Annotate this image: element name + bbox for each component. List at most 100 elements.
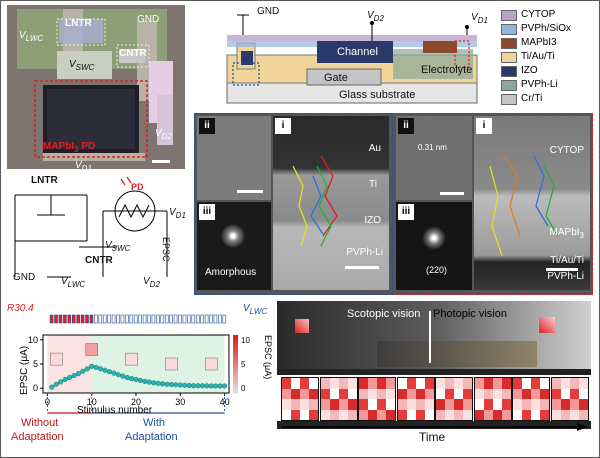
stimulus-pulse xyxy=(107,314,111,324)
tile-cell xyxy=(415,388,425,399)
stimulus-pulse xyxy=(129,314,134,324)
data-point xyxy=(53,381,59,387)
data-point xyxy=(168,381,174,388)
legend-swatch xyxy=(501,80,517,91)
data-point xyxy=(106,369,112,375)
stimulus-pulse xyxy=(94,314,98,324)
colorbar-cell xyxy=(233,343,238,348)
data-point xyxy=(222,383,228,389)
tile-cell xyxy=(386,399,395,410)
tile-cell xyxy=(329,409,339,420)
data-point xyxy=(75,371,81,377)
y2-tick-label: 10 xyxy=(241,336,250,345)
tile-cell xyxy=(347,399,357,410)
chart-tile xyxy=(204,357,218,371)
tile-cell xyxy=(436,399,445,410)
tem-right-iii: iii (220) xyxy=(396,202,472,290)
device-vd2-label: VD2 xyxy=(367,10,384,23)
stimulus-pulse xyxy=(156,314,160,324)
tile-cell xyxy=(320,409,330,420)
tile-cell xyxy=(522,409,531,420)
stimulus-pulse xyxy=(76,314,80,324)
gate-label: Gate xyxy=(324,72,348,84)
tile-cell xyxy=(569,399,579,410)
tem-left-profiles xyxy=(292,155,379,269)
tile-cell xyxy=(445,388,454,399)
tem-right-ii: ii 0.31 nm xyxy=(396,116,472,200)
gnd-label: GND xyxy=(137,14,160,25)
tile-cell xyxy=(300,388,309,399)
data-point xyxy=(115,372,121,378)
tile-cell xyxy=(368,378,377,389)
x-tick-label: 30 xyxy=(175,397,185,407)
chart-tile xyxy=(165,357,178,371)
legend-item-6: Cr/Ti xyxy=(501,93,595,105)
tile-cell xyxy=(463,399,472,410)
tile-cell xyxy=(474,388,484,399)
tile-cell xyxy=(483,388,493,399)
colorbar-cell xyxy=(233,337,238,342)
data-point xyxy=(164,381,170,387)
y2-tick-label: 5 xyxy=(241,360,246,369)
colorbar-cell xyxy=(233,381,238,385)
tile-cell xyxy=(291,409,300,420)
stimulus-pulse xyxy=(102,314,107,324)
tile-cell xyxy=(300,378,309,389)
tile-cell xyxy=(483,378,493,389)
tile-cell xyxy=(282,378,291,389)
data-point xyxy=(49,384,55,390)
time-label: Time xyxy=(419,430,446,444)
tile-cell xyxy=(483,409,493,420)
y-tick-label: 0 xyxy=(33,383,38,393)
stimulus-pulse xyxy=(98,314,103,324)
tile-cell xyxy=(406,378,416,389)
tile-cell xyxy=(329,399,339,410)
tile-cell xyxy=(282,399,291,410)
lntr-label: LNTR xyxy=(65,18,92,29)
tile-cell xyxy=(540,388,549,399)
tile-cell xyxy=(406,399,416,410)
with-label: With xyxy=(143,417,165,429)
legend-label: PVPh/SiOx xyxy=(521,23,572,34)
tile-cell xyxy=(483,399,493,410)
tile-cell xyxy=(569,409,579,420)
tile-cell xyxy=(463,378,472,389)
data-point xyxy=(120,373,126,379)
stimulus-pulse xyxy=(195,314,200,324)
epsc-chart: 01020304005100510 xyxy=(28,314,250,414)
circuit-vlwc-label: VLWC xyxy=(61,276,86,289)
data-point xyxy=(186,382,192,389)
tile-cell xyxy=(445,399,454,410)
tile-cell xyxy=(377,378,386,389)
tile-cell xyxy=(578,399,588,410)
tile-cell xyxy=(300,409,309,420)
legend-swatch xyxy=(501,24,517,35)
colorbar-cell xyxy=(233,364,238,368)
time-arrow xyxy=(281,423,587,431)
stimulus-pulse xyxy=(120,314,125,324)
pd-label: MAPbI3 PD xyxy=(43,141,96,154)
legend-swatch xyxy=(501,66,517,77)
colorbar-cell xyxy=(233,384,238,388)
with-label2: Adaptation xyxy=(125,431,178,443)
tile-cell xyxy=(359,388,368,399)
tile-cell xyxy=(320,399,330,410)
data-point xyxy=(84,366,90,372)
legend-item-4: IZO xyxy=(501,65,595,77)
tile-cell xyxy=(329,378,339,389)
data-point xyxy=(67,374,73,381)
stimulus-pulse xyxy=(178,314,182,324)
stimulus-pulse xyxy=(160,314,165,324)
stimulus-pulse xyxy=(142,314,147,324)
tile-cell xyxy=(282,409,291,420)
legend-label: MAPbI3 xyxy=(521,37,557,48)
tile-cell xyxy=(513,388,522,399)
legend-item-3: Ti/Au/Ti xyxy=(501,51,595,63)
legend-swatch xyxy=(501,10,517,21)
vision-panel: Scotopic vision Photopic vision Time xyxy=(277,301,591,451)
legend-swatch xyxy=(501,94,517,105)
tile-cell xyxy=(309,409,318,420)
stimulus-pulse xyxy=(49,314,54,324)
spacing-label: 0.31 nm xyxy=(418,143,447,152)
